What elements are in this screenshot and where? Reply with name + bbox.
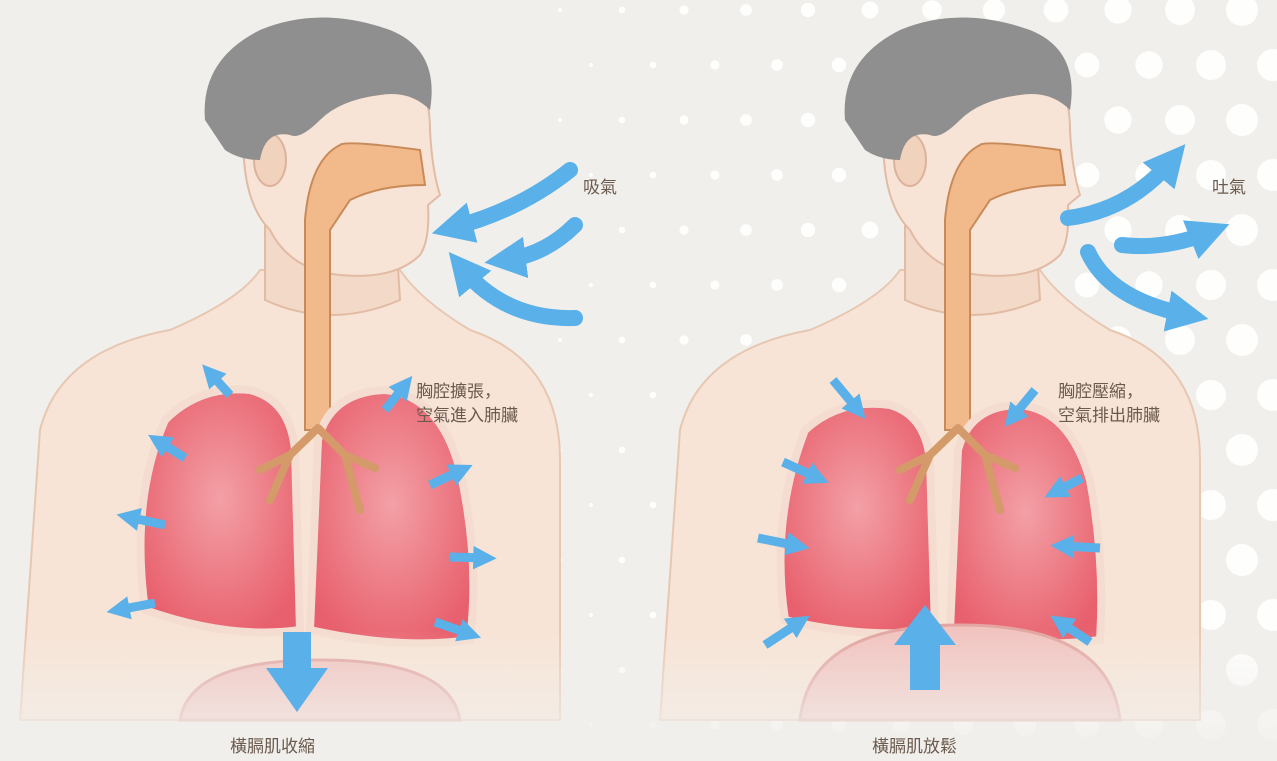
background-dot [679,115,688,124]
background-dot [589,283,593,287]
inhale-label: 吸氣 [583,176,617,200]
background-dot [619,557,626,564]
background-dot [801,113,815,127]
background-dot [1226,214,1258,246]
background-dot [1226,544,1258,576]
background-dot [771,279,783,291]
background-dot [650,62,657,69]
background-dot [771,169,783,181]
background-dot [650,502,657,509]
inhale-arrow-icon [452,170,575,318]
background-dot [1257,599,1277,631]
background-dot [1044,0,1069,22]
background-dot [1257,269,1277,301]
exhale-label: 吐氣 [1212,176,1246,200]
background-dot [589,503,593,507]
background-dot [740,4,752,16]
chest-compress-label: 胸腔壓縮， 空氣排出肺臟 [1058,380,1160,428]
background-dot [1257,159,1277,191]
background-dot [589,63,593,67]
background-dot [589,613,593,617]
background-dot [1196,270,1226,300]
background-dot [862,2,879,19]
background-dot [801,223,815,237]
background-dot [619,447,626,454]
inhale-figure [0,18,640,761]
background-dot [862,222,879,239]
background-dot [650,282,657,289]
background-dot [740,224,752,236]
background-dot [740,334,752,346]
background-dot [801,3,815,17]
background-dot [1226,434,1258,466]
background-dot [1165,325,1195,355]
background-dot [1104,106,1131,133]
background-dot [1226,104,1258,136]
background-dot [1226,0,1258,26]
chest-expand-label: 胸腔擴張， 空氣進入肺臟 [416,380,518,428]
chest-compress-line-1: 胸腔壓縮， [1058,380,1160,404]
background-dot [619,337,626,344]
background-dot [619,7,626,14]
background-dot [710,280,719,289]
background-dot [740,114,752,126]
background-dot [1165,105,1195,135]
background-dot [832,278,846,292]
background-dot [650,172,657,179]
background-dot [679,5,688,14]
background-dot [1257,489,1277,521]
background-dot [710,170,719,179]
chest-expand-line-1: 胸腔擴張， [416,380,518,404]
background-dot [1196,50,1226,80]
background-dot [1135,51,1162,78]
background-dot [832,168,846,182]
chest-expand-line-2: 空氣進入肺臟 [416,404,518,428]
background-dot [710,60,719,69]
background-dot [679,335,688,344]
background-dot [650,392,657,399]
left-lung [141,389,301,632]
background-dot [619,227,626,234]
background-dot [771,59,783,71]
background-dot [832,58,846,72]
background-dot [558,118,562,122]
background-dot [1196,380,1226,410]
diaphragm-relax-label: 橫膈肌放鬆 [872,735,957,759]
chest-compress-line-2: 空氣排出肺臟 [1058,404,1160,428]
background-dot [1257,49,1277,81]
background-dot [1075,163,1100,188]
background-dot [1165,0,1195,25]
background-dot [558,338,562,342]
background-dot [1104,0,1131,24]
background-dot [1075,53,1100,78]
background-dot [983,0,1005,21]
background-dot [619,117,626,124]
left-lung [781,404,936,634]
background-dot [922,0,942,20]
background-dot [1257,379,1277,411]
background-dot [650,612,657,619]
diaphragm-contract-label: 橫膈肌收縮 [230,735,315,759]
background-dot [679,225,688,234]
background-dot [558,8,562,12]
background-dot [589,393,593,397]
background-dot [1226,324,1258,356]
